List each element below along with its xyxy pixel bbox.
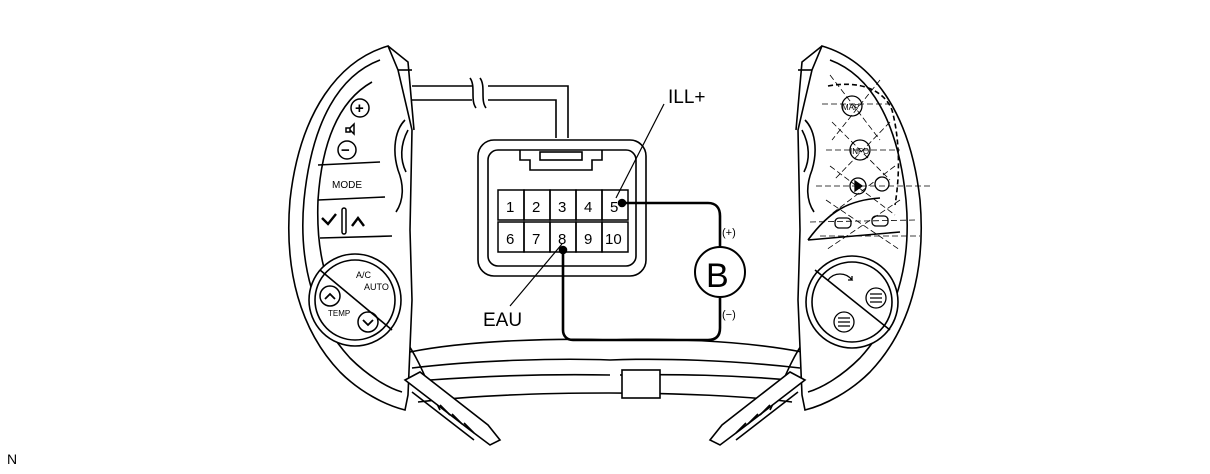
volume-minus-button[interactable] bbox=[337, 140, 357, 160]
defrost-front-button[interactable] bbox=[865, 287, 887, 309]
leader-lines bbox=[509, 103, 665, 307]
pin-label: 10 bbox=[605, 231, 622, 248]
info-label: INFO bbox=[850, 147, 869, 156]
positive-terminal-label: (+) bbox=[722, 227, 736, 239]
chevron-down-icon bbox=[362, 319, 374, 327]
back-button[interactable] bbox=[874, 176, 890, 192]
defrost-front-icon bbox=[870, 293, 882, 303]
pin-label: 4 bbox=[584, 199, 592, 216]
negative-terminal-label: (−) bbox=[722, 309, 736, 321]
battery-symbol: B bbox=[694, 246, 746, 298]
mode-label: MODE bbox=[332, 180, 362, 191]
temp-label: TEMP bbox=[328, 309, 350, 318]
right-steering-pad-switch bbox=[708, 45, 923, 446]
ill-plus-leader bbox=[615, 103, 665, 199]
pin-label: 3 bbox=[558, 199, 566, 216]
seek-down-icon bbox=[321, 213, 337, 226]
auto-label: AUTO bbox=[364, 282, 389, 292]
phone-off-button[interactable] bbox=[871, 215, 889, 227]
plus-label: + bbox=[355, 100, 364, 117]
test-leads bbox=[558, 198, 722, 342]
pin-label: 8 bbox=[558, 231, 566, 248]
map-button[interactable] bbox=[841, 95, 863, 117]
ill-plus-label: ILL+ bbox=[668, 87, 706, 108]
recirculate-icon bbox=[827, 273, 854, 281]
pin-label: 2 bbox=[532, 199, 540, 216]
temp-up-button[interactable] bbox=[319, 285, 341, 307]
volume-plus-button[interactable] bbox=[350, 98, 370, 118]
light-guide-dashes bbox=[809, 74, 930, 251]
figure-code-label: N bbox=[7, 451, 18, 467]
eau-leader bbox=[509, 243, 563, 307]
defrost-rear-button[interactable] bbox=[833, 311, 855, 333]
negative-lead bbox=[561, 250, 722, 342]
battery-label: B bbox=[706, 257, 729, 295]
right-pad-labels: MAP INFO bbox=[842, 103, 869, 156]
positive-lead bbox=[622, 201, 722, 248]
speaker-icon bbox=[345, 122, 355, 136]
pin-row-top: 1 2 3 4 5 bbox=[497, 189, 629, 221]
pin-row-bottom: 6 7 8 9 10 bbox=[497, 221, 629, 253]
steering-wheel-lower-spoke bbox=[404, 338, 806, 411]
temp-down-button[interactable] bbox=[357, 311, 379, 333]
seek-up-icon bbox=[351, 216, 365, 227]
phone-on-button[interactable] bbox=[834, 217, 852, 229]
eau-label: EAU bbox=[483, 310, 522, 331]
seek-divider bbox=[341, 207, 347, 235]
wire-harness bbox=[412, 77, 569, 138]
ac-label: A/C bbox=[356, 270, 372, 280]
map-label: MAP bbox=[842, 103, 859, 112]
left-pad-controls bbox=[319, 98, 379, 333]
pin-label: 6 bbox=[506, 231, 514, 248]
pin-label: 7 bbox=[532, 231, 540, 248]
pin-cell bbox=[601, 221, 629, 253]
minus-label: − bbox=[341, 142, 350, 159]
left-steering-pad-switch bbox=[287, 45, 502, 446]
chevron-up-icon bbox=[324, 292, 336, 300]
defrost-rear-icon bbox=[838, 317, 850, 327]
pin-cell bbox=[601, 189, 629, 221]
pin-label: 5 bbox=[610, 199, 618, 216]
pin-label: 9 bbox=[584, 231, 592, 248]
left-pad-labels: + − MODE A/C AUTO TEMP bbox=[328, 100, 389, 318]
connector-pins: 1 2 3 4 5 6 7 8 9 10 bbox=[497, 189, 629, 253]
pin-label: 1 bbox=[506, 199, 514, 216]
